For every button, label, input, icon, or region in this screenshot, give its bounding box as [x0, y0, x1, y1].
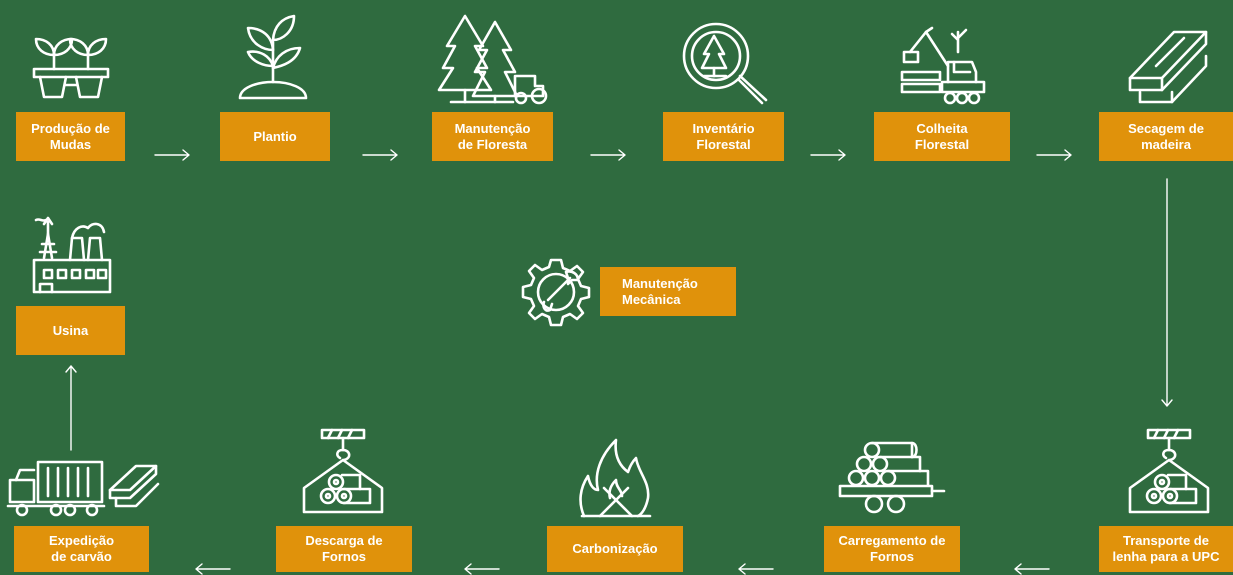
- wood-planks-icon: [1126, 26, 1210, 106]
- crane-hook-logs-icon: [1124, 426, 1214, 520]
- step-manutencao-de-floresta: Manutenção de Floresta: [432, 112, 553, 161]
- magnifier-tree-icon: [680, 20, 770, 108]
- step-inventario-florestal: Inventário Florestal: [663, 112, 784, 161]
- flow-arrow-right: [154, 149, 190, 161]
- plant-sprout-icon: [236, 10, 310, 102]
- step-transporte-de-lenha: Transporte de lenha para a UPC: [1099, 526, 1233, 572]
- seedling-tray-icon: [30, 33, 112, 103]
- flow-arrow-right: [1036, 149, 1072, 161]
- flow-arrow-left: [195, 563, 231, 575]
- flow-arrow-right: [590, 149, 626, 161]
- truck-container-icon: [6, 458, 162, 518]
- step-carbonizacao: Carbonização: [547, 526, 683, 572]
- step-carregamento-de-fornos: Carregamento de Fornos: [824, 526, 960, 572]
- step-expedicao-de-carvao: Expedição de carvão: [14, 526, 149, 572]
- flow-arrow-left: [1014, 563, 1050, 575]
- step-plantio: Plantio: [220, 112, 330, 161]
- fire-flames-icon: [576, 432, 656, 520]
- harvester-machine-icon: [896, 22, 988, 106]
- flow-arrow-right: [362, 149, 398, 161]
- step-secagem-de-madeira: Secagem de madeira: [1099, 112, 1233, 161]
- step-manutencao-mecanica: Manutenção Mecânica: [600, 267, 736, 316]
- crane-hook-logs-icon: [298, 426, 388, 520]
- log-trailer-icon: [836, 436, 946, 516]
- step-colheita-florestal: Colheita Florestal: [874, 112, 1010, 161]
- flow-arrow-left: [738, 563, 774, 575]
- step-producao-de-mudas: Produção de Mudas: [16, 112, 125, 161]
- flow-arrow-up: [65, 365, 77, 451]
- flow-arrow-down: [1161, 178, 1173, 408]
- flow-arrow-right: [810, 149, 846, 161]
- forest-tractor-icon: [437, 12, 549, 105]
- step-descarga-de-fornos: Descarga de Fornos: [276, 526, 412, 572]
- gear-wrench-icon: [520, 256, 592, 328]
- step-usina: Usina: [16, 306, 125, 355]
- flow-arrow-left: [464, 563, 500, 575]
- power-plant-icon: [30, 214, 114, 294]
